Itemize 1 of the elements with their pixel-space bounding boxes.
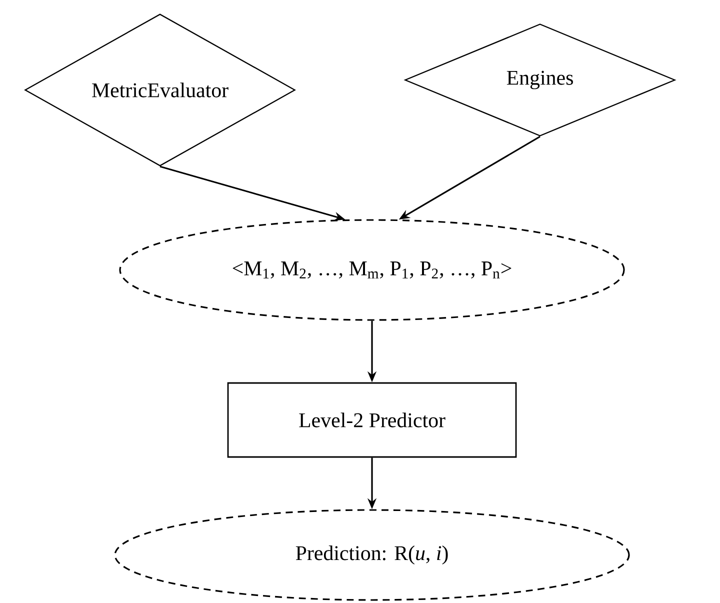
process-box: Level-2 Predictor <box>227 382 517 458</box>
